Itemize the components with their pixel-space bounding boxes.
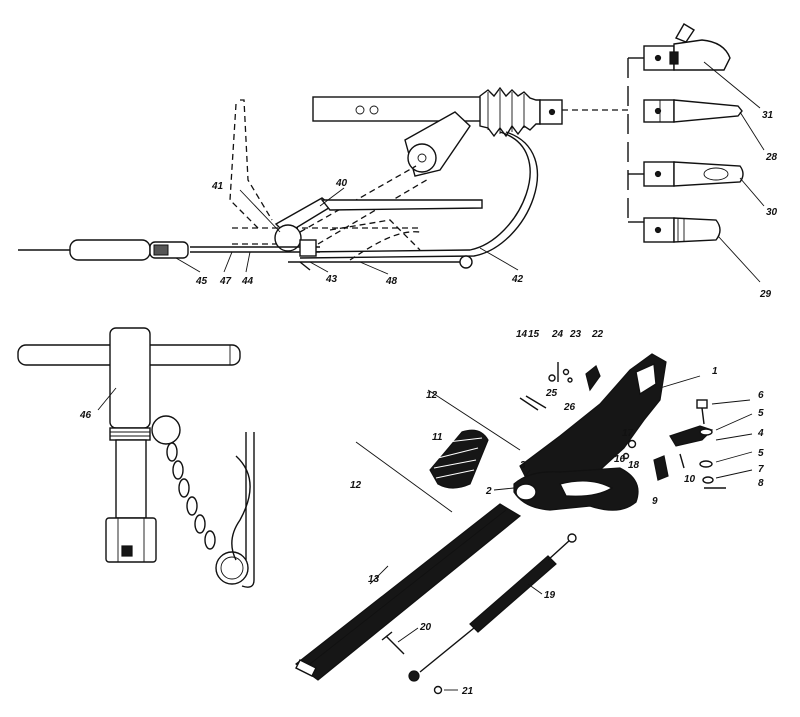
pin-coupling-fitting [643, 217, 721, 243]
callout-46: 46 [79, 410, 92, 421]
callout-43: 43 [325, 274, 338, 285]
upper-tube [312, 96, 484, 122]
callout-21: 21 [461, 686, 474, 697]
callout-42: 42 [511, 274, 524, 285]
callout-5b: 5 [758, 448, 764, 459]
callout-3: 3 [520, 460, 526, 471]
nut-set-screw [121, 545, 133, 557]
callout-9: 9 [652, 496, 658, 507]
cable-outer [299, 131, 531, 253]
callout-15: 15 [528, 329, 540, 340]
callout-30: 30 [766, 207, 778, 218]
exploded-bellows [429, 429, 489, 489]
callout-13: 13 [368, 574, 380, 585]
tube-hole [355, 105, 365, 115]
leader-lines [97, 61, 765, 691]
lever-pivot [274, 224, 302, 252]
callout-41: 41 [211, 181, 224, 192]
bolt-and-washers [696, 399, 726, 489]
release-cable-knob [459, 255, 473, 269]
callout-7: 7 [758, 464, 764, 475]
callout-8: 8 [758, 478, 764, 489]
rod-block [299, 239, 317, 257]
washer-17 [627, 439, 637, 449]
latch-9 [653, 455, 669, 481]
pin-10 [679, 453, 685, 469]
shaft-nut [105, 517, 157, 563]
tow-eye-fitting [643, 161, 744, 187]
drawbar-tube [295, 503, 522, 681]
spring-knurl [153, 244, 169, 256]
top-hitch-assembly [18, 86, 628, 271]
pivot-disc [407, 143, 437, 173]
phantom-positions [229, 99, 431, 261]
pin-14 [519, 397, 539, 411]
lever-bar [320, 199, 483, 211]
callout-12b: 12 [350, 480, 362, 491]
tapered-drawbar [643, 99, 743, 123]
callout-48: 48 [385, 276, 398, 287]
callout-47: 47 [219, 276, 232, 287]
t-handle-shaft-lower [115, 439, 147, 519]
coupling-fittings [627, 23, 744, 243]
callout-5a: 5 [758, 408, 764, 419]
callout-45: 45 [195, 276, 208, 287]
callout-22: 22 [591, 329, 604, 340]
callout-11: 11 [432, 432, 443, 443]
body-slot [635, 362, 657, 396]
cable-inner [299, 131, 538, 259]
callout-31: 31 [762, 110, 774, 121]
cable-12-lower [355, 441, 453, 513]
callout-1: 1 [712, 366, 718, 377]
spring-clip-pin [215, 432, 255, 588]
shaft-band [109, 427, 151, 441]
t-handle-shaft-upper [109, 327, 151, 429]
callout-12a: 12 [426, 390, 438, 401]
chain-ring [151, 415, 181, 445]
callout-29: 29 [759, 289, 772, 300]
callout-28: 28 [765, 152, 778, 163]
t-handle-assembly [17, 327, 255, 588]
tube-hole [369, 105, 379, 115]
washer-21 [433, 685, 443, 695]
callout-19: 19 [544, 590, 556, 601]
exploded-hitch [295, 353, 726, 695]
ball-coupling-head [643, 23, 731, 71]
tube-end [295, 659, 317, 677]
callout-4: 4 [757, 428, 764, 439]
pivot-center [417, 153, 427, 163]
callout-2: 2 [485, 486, 492, 497]
callout-6: 6 [758, 390, 764, 401]
cable-clip [299, 261, 311, 271]
pin-15 [525, 395, 547, 409]
jaw-opening [515, 483, 537, 501]
callout-44: 44 [241, 276, 254, 287]
safety-chain [166, 442, 216, 550]
jaw-recess [558, 480, 614, 498]
callout-25: 25 [545, 388, 558, 399]
callout-labels: 31 28 30 29 42 48 43 44 47 45 41 40 46 1… [79, 110, 778, 697]
spring-cylinder [69, 239, 151, 261]
small-parts-22-26 [548, 362, 601, 392]
gas-strut-19 [408, 533, 577, 682]
callout-23: 23 [569, 329, 582, 340]
callout-20: 20 [419, 622, 432, 633]
washer-16 [622, 452, 630, 460]
callout-14: 14 [516, 329, 528, 340]
bellows-boot [479, 86, 541, 138]
callout-18: 18 [628, 460, 640, 471]
callout-10: 10 [684, 474, 696, 485]
bolt-20 [385, 635, 405, 655]
callout-17: 17 [622, 428, 634, 439]
callout-24: 24 [551, 329, 564, 340]
cable-12-upper [427, 389, 521, 451]
end-pin [548, 108, 556, 116]
callout-16: 16 [614, 454, 626, 465]
callout-40: 40 [335, 178, 348, 189]
callout-26: 26 [563, 402, 576, 413]
